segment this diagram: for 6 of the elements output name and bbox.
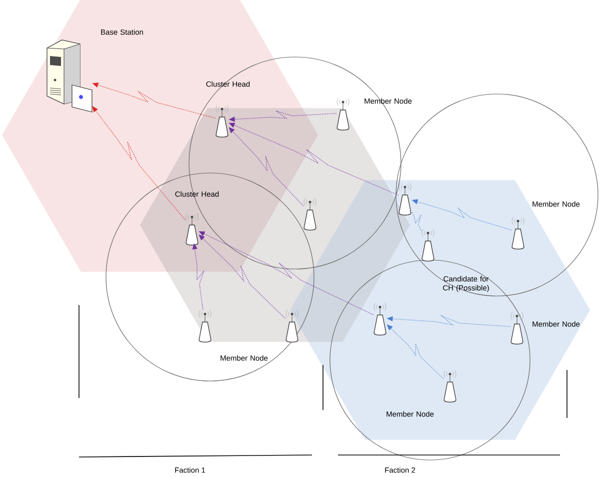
arrow	[92, 106, 186, 220]
antenna-icon	[304, 198, 316, 230]
antenna-icon	[286, 310, 298, 342]
antenna-icon	[398, 182, 412, 216]
arrow	[228, 127, 304, 206]
antenna-icon	[374, 302, 386, 336]
